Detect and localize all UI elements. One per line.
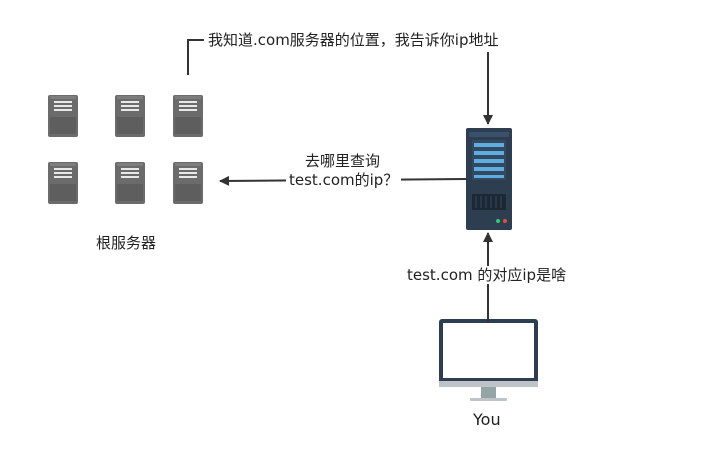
query-label-line2: test.com的ip？ xyxy=(286,171,402,189)
root-server-icon xyxy=(48,162,78,204)
root-server-cluster xyxy=(48,95,203,204)
computer-monitor-icon xyxy=(439,319,538,401)
answer-label: 我知道.com服务器的位置，我告诉你ip地址 xyxy=(206,31,501,49)
answer-arrow xyxy=(187,39,204,75)
root-server-icon xyxy=(115,95,145,137)
root-servers-label: 根服务器 xyxy=(96,234,157,252)
query-label-line1: 去哪里查询 xyxy=(303,152,383,170)
dns-server-icon xyxy=(466,128,512,230)
user-question-label: test.com 的对应ip是啥 xyxy=(404,266,570,284)
root-server-icon xyxy=(173,95,203,137)
root-server-icon xyxy=(115,162,145,204)
root-server-icon xyxy=(173,162,203,204)
root-server-icon xyxy=(48,95,78,137)
user-label: You xyxy=(473,410,501,429)
